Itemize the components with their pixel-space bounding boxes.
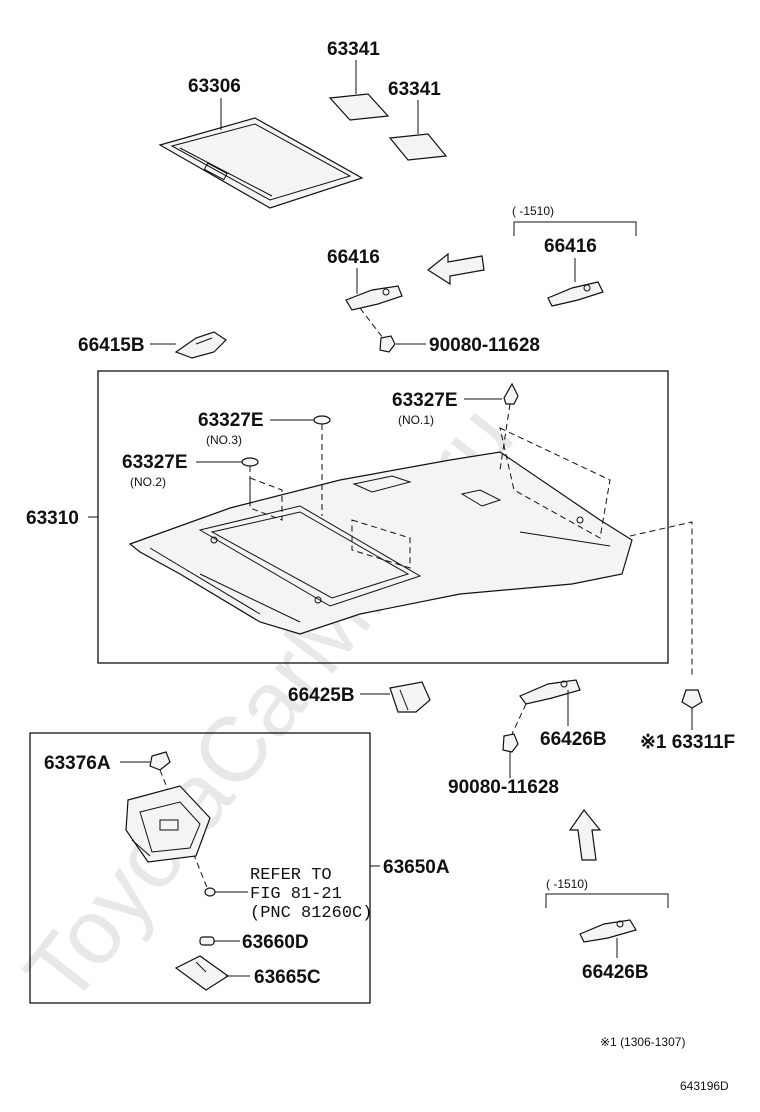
bolt-90080-top-part[interactable] [379, 335, 396, 353]
sunshade-63306-part[interactable] [158, 117, 364, 209]
label-bracket-bottom: ( -1510) [546, 877, 588, 891]
bracket-top [513, 221, 637, 236]
bracket-bottom [545, 893, 669, 908]
clip-63327e-no2-part[interactable] [241, 457, 259, 467]
label-bracket-top: ( -1510) [512, 204, 554, 218]
dash-63311f [629, 521, 693, 676]
refer-line-3: (PNC 81260C) [250, 904, 372, 923]
label-90080-bottom: 90080-11628 [448, 777, 559, 798]
lamp-assembly-frame [29, 732, 371, 1004]
holder-66415b-part[interactable] [174, 331, 227, 359]
label-63650a: 63650A [383, 857, 450, 878]
direction-arrow-up-icon [568, 808, 602, 861]
label-63341-b: 63341 [388, 79, 441, 100]
bolt-90080-bottom-part[interactable] [502, 733, 519, 753]
clip-66416-left-part[interactable] [345, 285, 403, 311]
label-66425b: 66425B [288, 685, 355, 706]
pad-63341-b[interactable] [388, 133, 448, 161]
dash-63327e-no1 [499, 403, 511, 471]
clip-66426b-bottom-part[interactable] [579, 919, 637, 943]
lens-63665c-part[interactable] [174, 955, 230, 991]
label-66415b: 66415B [78, 335, 145, 356]
dash-66416-bolt [359, 307, 384, 339]
clip-63327e-no3-part[interactable] [313, 415, 331, 425]
dash-66426b-bolt [511, 703, 527, 735]
label-66416-right: 66416 [544, 236, 597, 257]
direction-arrow-left-icon [426, 252, 485, 286]
label-63306: 63306 [188, 76, 241, 97]
label-66426b-top: 66426B [540, 729, 607, 750]
label-90080-top: 90080-11628 [429, 335, 540, 356]
label-63341-a: 63341 [327, 39, 380, 60]
clip-66416-right-part[interactable] [547, 281, 604, 307]
diagram-code: 643196D [680, 1079, 729, 1093]
label-63327e-no1: 63327E [392, 390, 458, 411]
holder-66425b-part[interactable] [389, 681, 431, 713]
refer-line-1: REFER TO [250, 866, 332, 885]
label-63327e-no3: 63327E [198, 410, 264, 431]
clip-63311f-part[interactable] [681, 689, 703, 716]
pad-63341-a[interactable] [328, 93, 390, 121]
label-63665c: 63665C [254, 967, 321, 988]
dash-panel-a [249, 477, 283, 521]
label-63660d: 63660D [242, 932, 309, 953]
label-63327e-no2: 63327E [122, 452, 188, 473]
dash-panel-c [499, 427, 611, 539]
label-66416-left: 66416 [327, 247, 380, 268]
headlining-63310-part[interactable] [128, 451, 633, 635]
bulb-socket-part[interactable] [204, 887, 216, 897]
dash-panel-b [351, 519, 411, 569]
label-no1: (NO.1) [398, 413, 434, 427]
label-66426b-bottom: 66426B [582, 962, 649, 983]
label-63376a: 63376A [44, 753, 111, 774]
label-no3: (NO.3) [206, 433, 242, 447]
label-63311f: ※1 63311F [640, 732, 735, 753]
room-lamp-housing-part[interactable] [125, 785, 211, 863]
clip-63376a-part[interactable] [149, 751, 171, 771]
clip-63327e-no1-part[interactable] [503, 382, 519, 405]
label-no2: (NO.2) [130, 475, 166, 489]
refer-line-2: FIG 81-21 [250, 885, 342, 904]
clip-66426b-top-part[interactable] [519, 679, 581, 705]
label-63310: 63310 [26, 508, 79, 529]
footnote-text: ※1 (1306-1307) [600, 1035, 685, 1049]
bulb-63660d-part[interactable] [199, 936, 215, 946]
